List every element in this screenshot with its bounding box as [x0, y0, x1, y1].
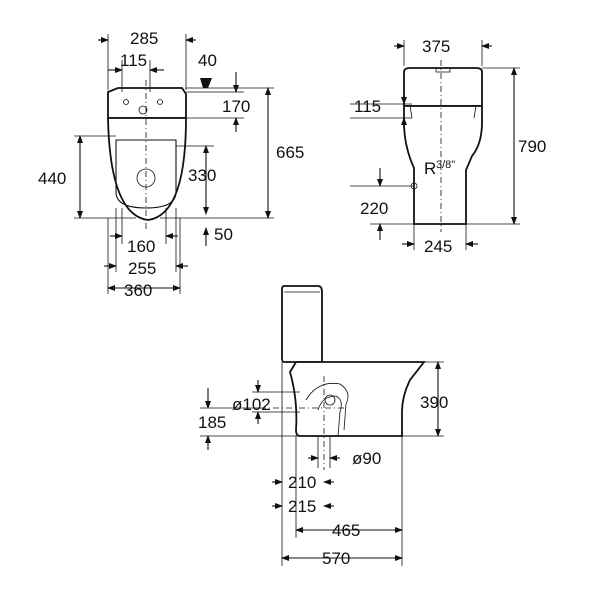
side-view-tank	[281, 285, 323, 363]
thread-label-r: R	[424, 159, 436, 178]
dim-220: 220	[360, 199, 388, 218]
front-view: 375 115 790 R 3/8" 220 245	[350, 37, 546, 256]
dim-d102: ø102	[232, 395, 271, 414]
outlet-circle-icon	[324, 394, 336, 406]
dim-790: 790	[518, 137, 546, 156]
dim-390: 390	[420, 393, 448, 412]
dim-210: 210	[288, 473, 316, 492]
dim-245: 245	[424, 237, 452, 256]
flush-button-icon	[435, 67, 451, 73]
top-view: 285 115 40 170 665 440 330	[38, 29, 304, 300]
dim-d90: ø90	[352, 449, 381, 468]
front-view-bowl	[403, 105, 483, 225]
dim-330: 330	[188, 166, 216, 185]
dim-285: 285	[130, 29, 158, 48]
side-view-bowl	[289, 361, 426, 437]
dim-170: 170	[222, 97, 250, 116]
fixing-hole-icon	[157, 99, 163, 105]
front-view-tank	[403, 67, 483, 107]
flush-button-icon	[138, 105, 148, 115]
dim-40: 40	[198, 51, 217, 70]
dim-215: 215	[288, 497, 316, 516]
dim-665: 665	[276, 143, 304, 162]
dim-50: 50	[214, 225, 233, 244]
dim-160: 160	[127, 237, 155, 256]
top-view-seat	[115, 139, 177, 209]
water-inlet-icon	[200, 78, 212, 88]
dim-255: 255	[128, 259, 156, 278]
trap-channel	[305, 382, 349, 431]
thread-label-fraction: 3/8"	[436, 159, 455, 171]
top-view-tank	[107, 87, 187, 119]
dim-360: 360	[124, 281, 152, 300]
dim-115-front: 115	[354, 97, 381, 116]
dim-375: 375	[422, 37, 450, 56]
side-view: ø102 185 390 ø90 210 215 465	[198, 285, 448, 568]
fixing-hole-icon	[123, 99, 129, 105]
dim-440: 440	[38, 169, 66, 188]
dim-570: 570	[322, 549, 350, 568]
dim-185: 185	[198, 413, 226, 432]
dim-115-top: 115	[120, 51, 147, 70]
dim-465: 465	[332, 521, 360, 540]
